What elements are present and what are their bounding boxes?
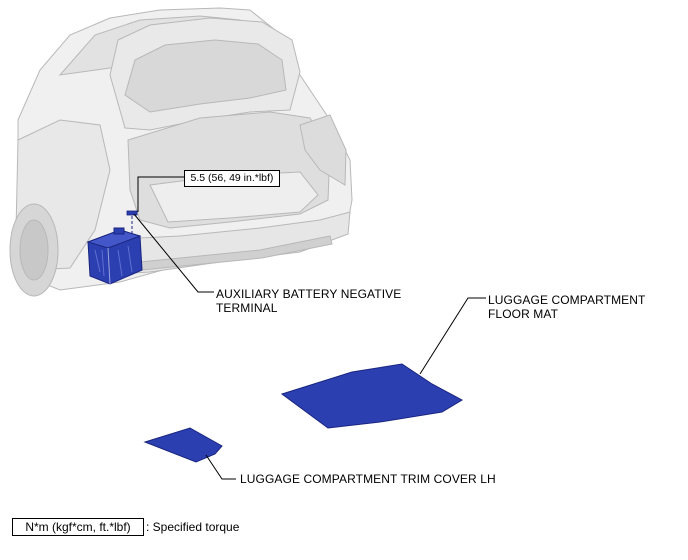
torque-leader-line	[137, 176, 184, 212]
aux-battery-leader-line	[133, 213, 214, 293]
trim-cover-label: LUGGAGE COMPARTMENT TRIM COVER LH	[240, 472, 496, 486]
trim-cover-leader-line	[205, 454, 236, 480]
aux-battery-label-line2: TERMINAL	[216, 301, 278, 315]
aux-battery-label-line1: AUXILIARY BATTERY NEGATIVE	[216, 287, 402, 301]
trim-cover-lh	[143, 427, 223, 463]
negative-terminal	[126, 210, 138, 234]
car-illustration	[9, 7, 353, 297]
torque-spec-box: 5.5 (56, 49 in.*lbf)	[184, 170, 280, 187]
legend-unit-box: N*m (kgf*cm, ft.*lbf)	[12, 518, 144, 536]
floor-mat	[280, 363, 464, 429]
floor-mat-label-line2: FLOOR MAT	[488, 307, 559, 321]
floor-mat-label-line1: LUGGAGE COMPARTMENT	[488, 293, 646, 307]
auxiliary-battery	[86, 227, 143, 285]
legend-description: : Specified torque	[146, 520, 240, 534]
floor-mat-leader-line	[419, 297, 486, 375]
